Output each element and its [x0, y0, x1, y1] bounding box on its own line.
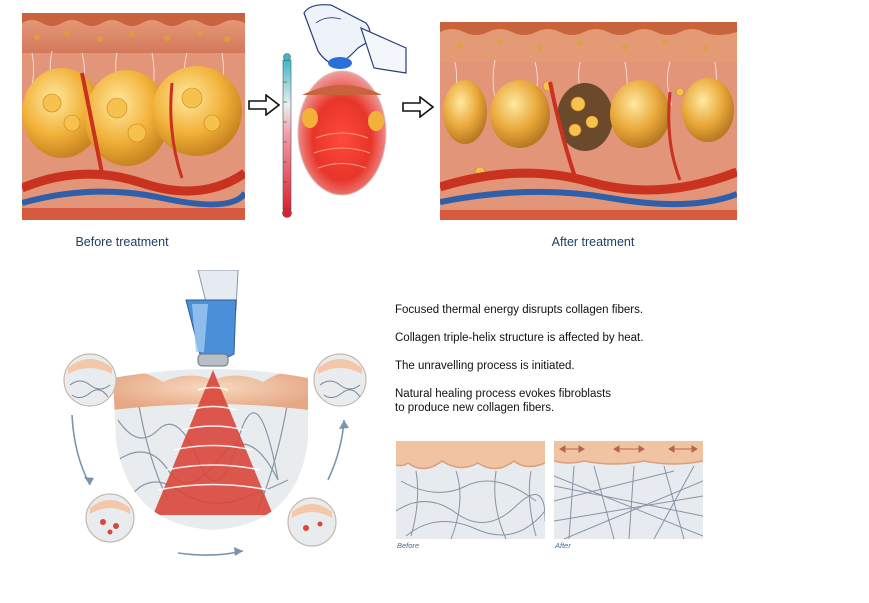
before-treatment-illustration [22, 13, 245, 220]
ultrasound-probe-icon [185, 270, 239, 367]
collagen-before-panel [396, 441, 545, 539]
arrow-right-icon [402, 96, 434, 118]
heated-tissue-illustration [297, 4, 407, 196]
ultrasound-probe-icon [303, 4, 407, 74]
collagen-after-panel [554, 441, 703, 539]
description-line: Focused thermal energy disrupts collagen… [395, 304, 644, 316]
collagen-stage-circle [287, 497, 337, 547]
description-line: to produce new collagen fibers. [395, 402, 555, 414]
arrow-right-icon [248, 94, 280, 116]
collagen-stage-circle [85, 493, 135, 543]
collagen-stage-circle [313, 353, 367, 407]
description-line: Collagen triple-helix structure is affec… [395, 332, 644, 344]
before-treatment-caption: Before treatment [75, 235, 169, 249]
collagen-stage-circle [63, 353, 117, 407]
description-line: Natural healing process evokes fibroblas… [395, 388, 612, 400]
collagen-remodeling-cycle [63, 270, 367, 556]
thermometer-icon [282, 53, 292, 218]
description-line: The unravelling process is initiated. [395, 360, 575, 372]
before-label: Before [397, 541, 420, 550]
after-treatment-caption: After treatment [551, 235, 635, 249]
after-treatment-illustration [440, 22, 737, 220]
after-label: After [555, 541, 571, 550]
